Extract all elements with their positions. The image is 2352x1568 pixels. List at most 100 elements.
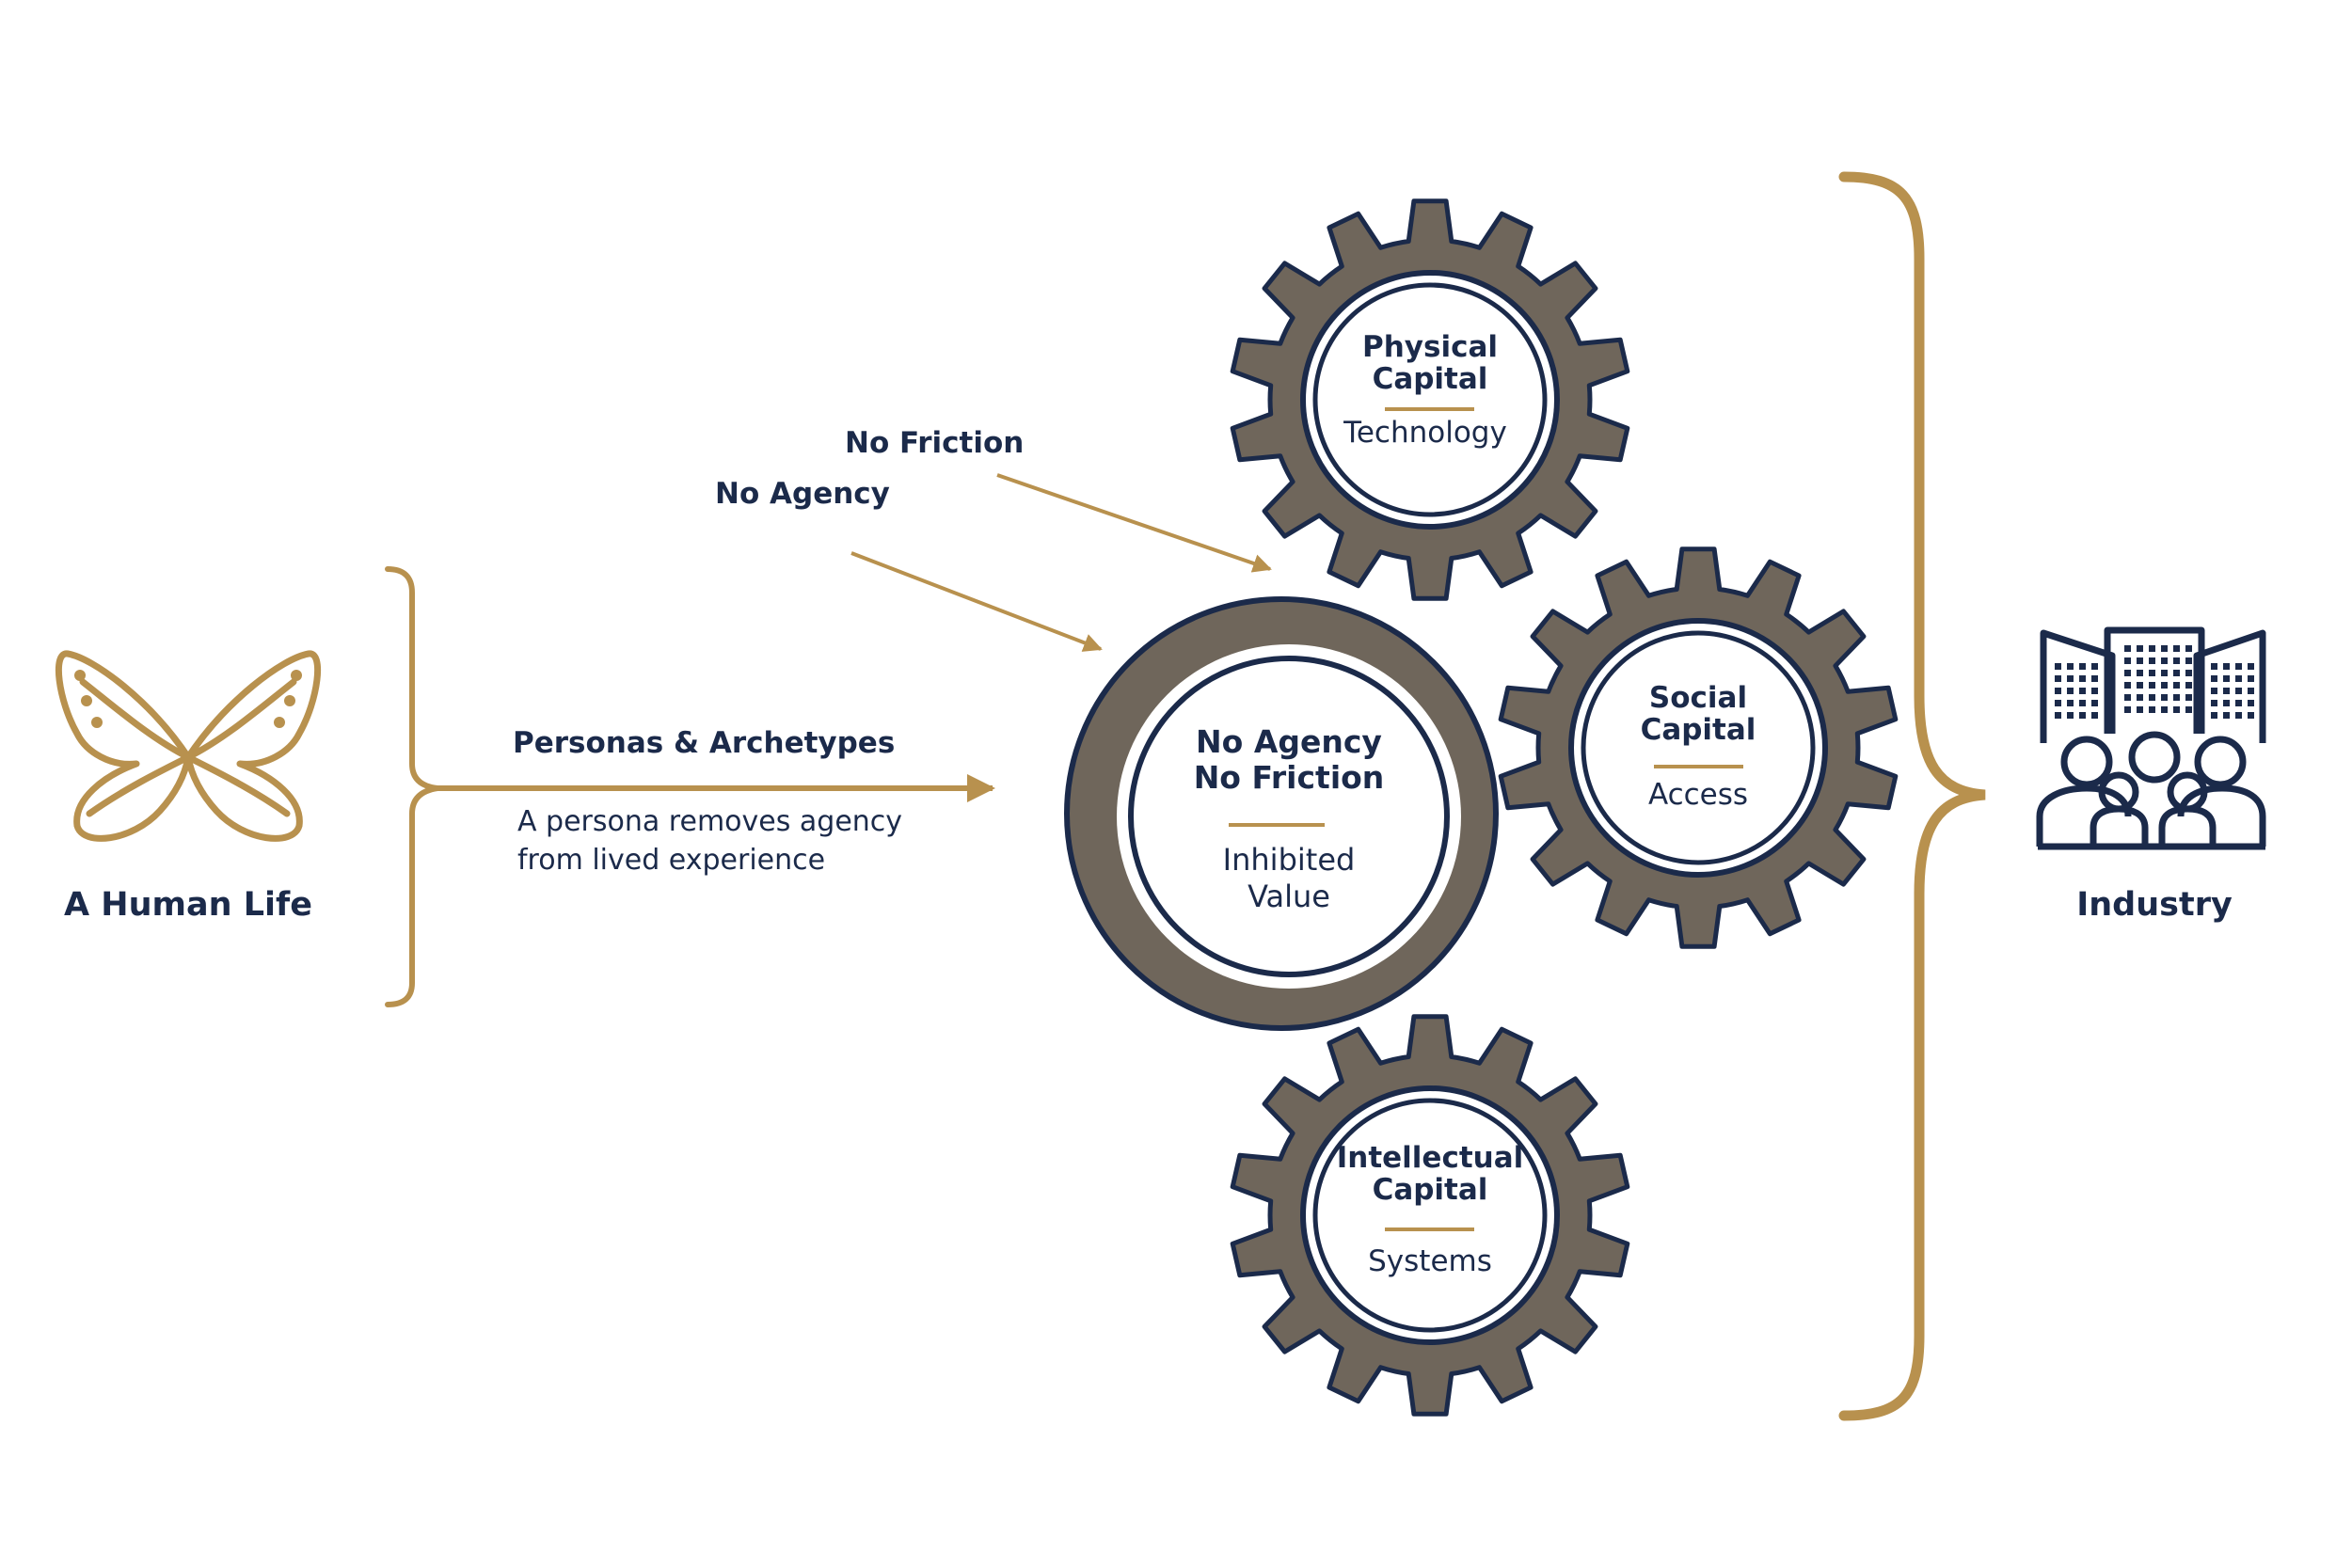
butterfly-icon	[55, 650, 322, 842]
window-pane	[2173, 706, 2180, 713]
window-pane	[2124, 657, 2131, 664]
window-pane	[2211, 688, 2217, 694]
window-pane	[2149, 706, 2155, 713]
window-pane	[2055, 700, 2061, 706]
window-pane	[2067, 688, 2074, 694]
window-pane	[2223, 712, 2230, 719]
window-pane	[2079, 663, 2086, 670]
window-pane	[2055, 663, 2061, 670]
window-pane	[2124, 682, 2131, 689]
persona-description-line2: from lived experience	[517, 844, 826, 877]
gear-physical-title-line1: Physical	[1362, 330, 1498, 364]
window-pane	[2067, 700, 2074, 706]
center-sub-line1: Inhibited	[1222, 842, 1356, 878]
window-pane	[2149, 670, 2155, 676]
no-friction-label: No Friction	[845, 426, 1025, 460]
window-pane	[2185, 657, 2192, 664]
window-pane	[2223, 663, 2230, 670]
window-pane	[2248, 700, 2254, 706]
window-pane	[2091, 688, 2098, 694]
window-pane	[2079, 700, 2086, 706]
window-pane	[2161, 682, 2168, 689]
window-pane	[2211, 700, 2217, 706]
gears-group	[1230, 198, 1899, 1417]
center-title-line1: No Agency	[1196, 723, 1382, 760]
window-pane	[2091, 700, 2098, 706]
window-pane	[2079, 712, 2086, 719]
window-pane	[2137, 682, 2143, 689]
persona-description-line1: A persona removes agency	[517, 805, 903, 838]
window-pane	[2185, 694, 2192, 701]
window-pane	[2055, 712, 2061, 719]
window-pane	[2173, 694, 2180, 701]
window-pane	[2137, 694, 2143, 701]
gear-physical-shape	[1230, 198, 1630, 601]
window-pane	[2124, 645, 2131, 652]
gear-social-subtitle: Access	[1647, 778, 1749, 812]
window-pane	[2173, 645, 2180, 652]
window-pane	[2248, 663, 2254, 670]
gear-physical-title-line2: Capital	[1372, 362, 1488, 396]
human-life-label: A Human Life	[64, 886, 312, 924]
window-pane	[2137, 645, 2143, 652]
window-pane	[2091, 663, 2098, 670]
window-pane	[2185, 706, 2192, 713]
window-pane	[2067, 712, 2074, 719]
window-pane	[2235, 712, 2242, 719]
window-pane	[2149, 645, 2155, 652]
gear-social-title-line1: Social	[1648, 681, 1748, 715]
window-pane	[2211, 663, 2217, 670]
window-pane	[2211, 675, 2217, 682]
center-sub-line2: Value	[1248, 879, 1330, 914]
gear-intellectual-title: Intellectual Capital	[1294, 1142, 1566, 1206]
window-pane	[2091, 675, 2098, 682]
window-pane	[2055, 688, 2061, 694]
window-pane	[2173, 682, 2180, 689]
gear-social-title: Social Capital	[1562, 682, 1835, 746]
gear-intellectual-title-line1: Intellectual	[1336, 1141, 1524, 1175]
window-pane	[2235, 700, 2242, 706]
gear-intellectual-divider	[1385, 1227, 1474, 1231]
window-pane	[2248, 712, 2254, 719]
left-bracket	[385, 566, 438, 1007]
window-pane	[2161, 694, 2168, 701]
center-wheel-text: No Agency No Friction	[1152, 724, 1425, 796]
gear-intellectual-title-line2: Capital	[1372, 1173, 1488, 1207]
industry-icon	[2036, 626, 2266, 850]
window-pane	[2161, 706, 2168, 713]
window-pane	[2124, 670, 2131, 676]
window-pane	[2137, 670, 2143, 676]
window-pane	[2161, 670, 2168, 676]
window-pane	[2055, 675, 2061, 682]
center-title-line2: No Friction	[1193, 759, 1385, 796]
right-bracket	[1838, 171, 1986, 1421]
window-pane	[2235, 663, 2242, 670]
window-pane	[2149, 682, 2155, 689]
window-pane	[2223, 700, 2230, 706]
gear-intellectual-subtitle: Systems	[1368, 1244, 1492, 1278]
no-friction-arrow	[996, 473, 1272, 573]
window-pane	[2173, 670, 2180, 676]
window-pane	[2248, 688, 2254, 694]
window-pane	[2173, 657, 2180, 664]
gear-physical-subtitle: Technology	[1343, 416, 1507, 450]
no-agency-arrow	[850, 551, 1103, 652]
window-pane	[2185, 670, 2192, 676]
center-wheel	[1064, 596, 1499, 1031]
window-pane	[2211, 712, 2217, 719]
window-pane	[2067, 663, 2074, 670]
gear-intellectual-shape	[1230, 1014, 1630, 1417]
center-divider	[1229, 823, 1325, 827]
window-pane	[2185, 682, 2192, 689]
industry-label: Industry	[2076, 886, 2233, 924]
window-pane	[2161, 645, 2168, 652]
window-pane	[2124, 706, 2131, 713]
gear-social-shape	[1498, 546, 1899, 949]
window-pane	[2223, 688, 2230, 694]
window-pane	[2149, 657, 2155, 664]
window-pane	[2223, 675, 2230, 682]
window-pane	[2185, 645, 2192, 652]
window-pane	[2124, 694, 2131, 701]
window-pane	[2091, 712, 2098, 719]
center-wheel-sub: Inhibited Value	[1152, 842, 1425, 915]
